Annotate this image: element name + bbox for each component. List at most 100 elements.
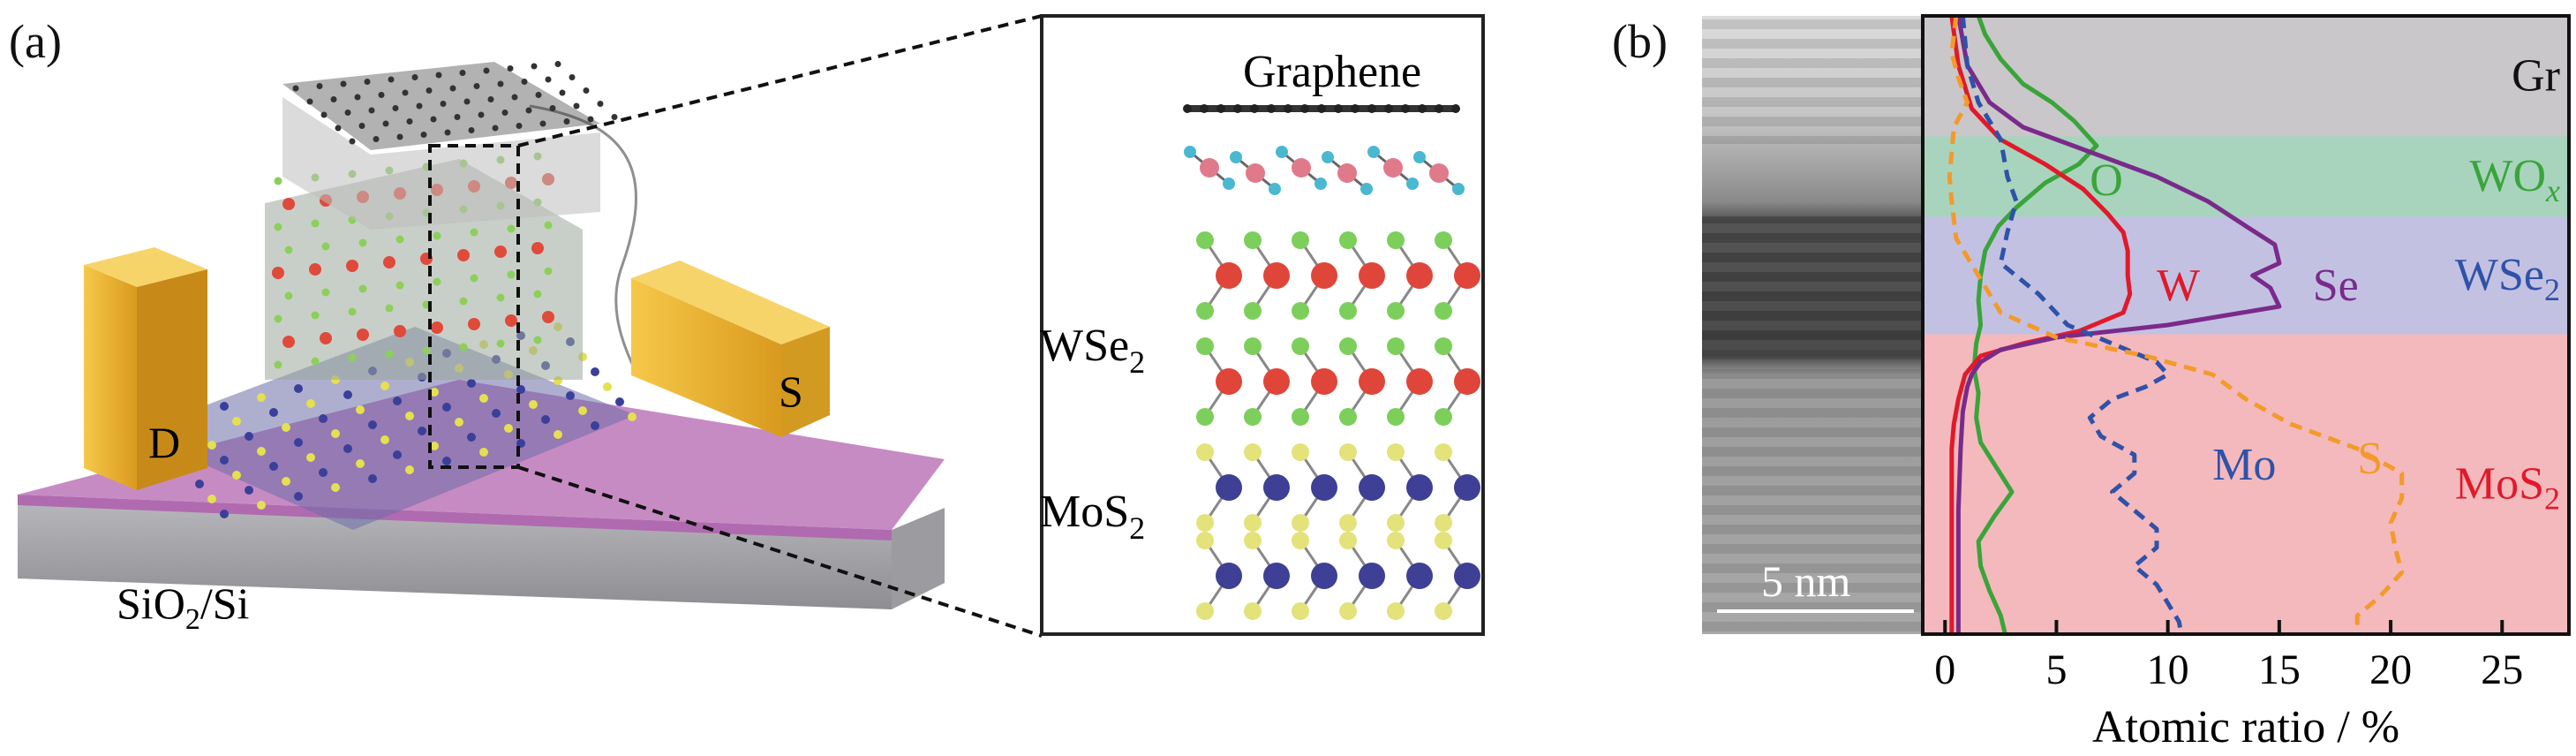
lattice-atom: [364, 79, 371, 85]
layer-label-wse: WSe2: [2455, 250, 2560, 307]
graphene-atom: [1200, 104, 1209, 113]
drain-front: [84, 265, 137, 490]
lattice-atom: [554, 430, 562, 439]
lattice-atom: [494, 246, 507, 258]
inset-mos2-sub: 2: [1129, 510, 1145, 546]
graphene-atom: [1317, 104, 1326, 113]
layer-label-sub: 2: [2544, 480, 2560, 516]
chalcogen-atom: [1196, 408, 1214, 426]
layer-bands: [1923, 16, 2569, 634]
lattice-atom: [348, 353, 357, 362]
wox-w-atom: [1200, 158, 1219, 178]
lattice-atom: [544, 221, 553, 230]
lattice-atom: [294, 438, 303, 447]
lattice-atom: [611, 114, 618, 120]
lattice-atom: [306, 453, 315, 462]
lattice-atom: [430, 116, 437, 123]
lattice-atom: [380, 435, 389, 444]
lattice-atom: [479, 394, 488, 403]
graphene-atom: [1401, 104, 1410, 113]
graphene-top: [282, 61, 769, 417]
chalcogen-atom: [1196, 337, 1214, 355]
lattice-atom: [331, 429, 340, 438]
lattice-atom: [444, 129, 451, 136]
lattice-atom: [269, 462, 278, 471]
chalcogen-atom: [1244, 408, 1262, 426]
metal-atom: [1311, 368, 1337, 395]
substrate-label-main: SiO: [117, 578, 185, 628]
drain-label: D: [148, 418, 180, 467]
lattice-atom: [578, 406, 587, 415]
chalcogen-atom: [1292, 514, 1309, 532]
lattice-atom: [463, 98, 471, 105]
lattice-atom: [554, 61, 561, 67]
layer-band-gr: [1923, 16, 2569, 137]
lattice-atom: [378, 92, 385, 98]
lattice-atom: [343, 390, 352, 399]
chalcogen-atom: [1435, 408, 1452, 426]
lattice-atom: [501, 110, 508, 116]
lattice-atom: [459, 297, 468, 306]
lattice-atom: [455, 418, 463, 427]
drain-side: [137, 269, 207, 490]
chalcogen-atom: [1435, 443, 1452, 461]
chalcogen-atom: [1292, 337, 1309, 355]
lattice-atom: [319, 468, 328, 477]
x-tick-label: 20: [2369, 646, 2412, 693]
metal-atom: [1216, 474, 1242, 501]
chalcogen-atom: [1339, 532, 1357, 549]
lattice-atom: [392, 105, 399, 111]
wox-o-atom: [1276, 146, 1288, 158]
lattice-atom: [343, 444, 352, 453]
chalcogen-atom: [1196, 532, 1214, 549]
lattice-atom: [245, 432, 253, 441]
lattice-atom: [346, 260, 358, 272]
lattice-atom: [531, 242, 544, 254]
lattice-atom: [422, 346, 431, 355]
inset-mos2-main: MoS: [1040, 487, 1129, 537]
lattice-atom: [348, 307, 357, 316]
metal-atom: [1216, 563, 1242, 589]
lattice-atom: [542, 311, 554, 323]
zoom-line-bottom: [517, 465, 1043, 638]
wox-o-atom: [1360, 183, 1373, 195]
x-tick-label: 5: [2045, 646, 2067, 693]
lattice-atom: [405, 412, 414, 420]
lattice-atom: [311, 311, 320, 320]
wox-o-atom: [1184, 146, 1196, 158]
lattice-atom: [320, 332, 332, 344]
lattice-atom: [385, 350, 394, 359]
series-label-w: W: [2157, 261, 2200, 311]
chalcogen-atom: [1387, 532, 1405, 549]
lattice-atom: [358, 284, 367, 293]
lattice-atom: [442, 457, 451, 465]
chalcogen-atom: [1292, 408, 1309, 426]
chalcogen-atom: [1339, 514, 1357, 532]
metal-atom: [1216, 262, 1242, 289]
wox-o-atom: [1223, 178, 1235, 190]
lattice-atom: [559, 89, 566, 96]
lattice-atom: [284, 246, 293, 254]
lattice-atom: [487, 96, 494, 102]
chalcogen-atom: [1387, 602, 1405, 620]
lattice-atom: [394, 325, 406, 337]
lattice-atom: [306, 98, 313, 105]
substrate-label: SiO2/Si: [117, 578, 249, 636]
lattice-atom: [511, 94, 518, 101]
x-tick-label: 0: [1934, 646, 1955, 693]
lattice-atom: [504, 424, 513, 433]
lattice-atom: [433, 277, 441, 286]
layer-label-sub: x: [2545, 173, 2560, 208]
metal-atom: [1359, 368, 1385, 395]
series-line-mo: [1960, 15, 2184, 635]
lattice-atom: [587, 116, 594, 123]
chalcogen-atom: [1292, 231, 1309, 249]
lattice-atom: [284, 291, 293, 300]
drain-electrode: [84, 247, 207, 490]
lattice-atom: [282, 477, 290, 486]
lattice-atom: [426, 87, 433, 94]
chalcogen-atom: [1435, 337, 1452, 355]
metal-atom: [1454, 474, 1480, 501]
lattice-atom: [529, 400, 538, 409]
